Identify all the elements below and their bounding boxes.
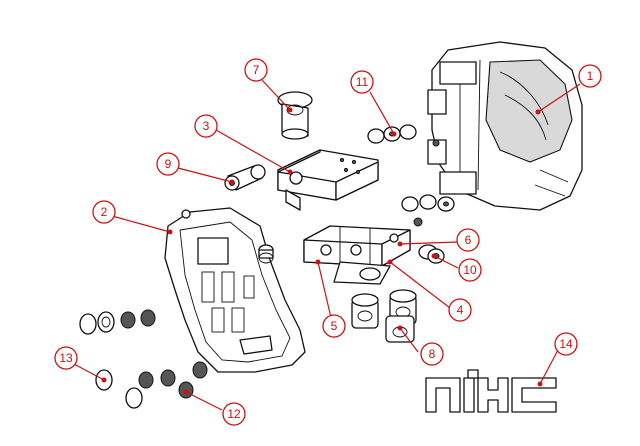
- callout-8: 8: [420, 342, 444, 366]
- callout-10: 10: [458, 258, 482, 282]
- callout-4: 4: [448, 298, 472, 322]
- callout-2-label: 2: [101, 205, 108, 219]
- callout-13-label: 13: [59, 351, 73, 365]
- callout-10-label: 10: [463, 263, 477, 277]
- nut-set-top: [367, 124, 417, 144]
- callout-9-label: 9: [165, 157, 172, 171]
- plate-nut: [258, 244, 274, 264]
- callout-5-label: 5: [331, 319, 338, 333]
- callout-1-label: 1: [587, 69, 594, 83]
- callout-6-label: 6: [465, 233, 472, 247]
- standoff: [224, 164, 266, 191]
- nut-set-right: [401, 194, 455, 212]
- callout-3: 3: [194, 114, 218, 138]
- mecanum-wheel-icon: [427, 41, 583, 211]
- bushing: [277, 91, 313, 140]
- spacer: [418, 244, 445, 264]
- callout-4-label: 4: [457, 303, 464, 317]
- coupler-set: [351, 289, 417, 343]
- callout-3-label: 3: [203, 119, 210, 133]
- callout-14: 14: [554, 332, 578, 356]
- callout-8-label: 8: [429, 347, 436, 361]
- callout-11: 11: [350, 70, 374, 94]
- callout-13: 13: [54, 346, 78, 370]
- callout-12-label: 12: [227, 407, 241, 421]
- wheel-plate-icon: [164, 207, 306, 373]
- callout-12: 12: [222, 402, 246, 426]
- mounting-block: [277, 149, 379, 211]
- callout-11-label: 11: [356, 75, 369, 89]
- clamp-block-assembly: [303, 217, 423, 285]
- callout-9: 9: [156, 152, 180, 176]
- nhc-logo-icon: [425, 369, 557, 413]
- callout-7-label: 7: [253, 63, 260, 77]
- callout-5: 5: [322, 314, 346, 338]
- callout-2: 2: [92, 200, 116, 224]
- callout-6: 6: [456, 228, 480, 252]
- leader-dots: [101, 107, 543, 395]
- callout-7: 7: [244, 58, 268, 82]
- leader-lines: [73, 79, 581, 411]
- callout-14-label: 14: [559, 337, 573, 351]
- callout-1: 1: [578, 64, 602, 88]
